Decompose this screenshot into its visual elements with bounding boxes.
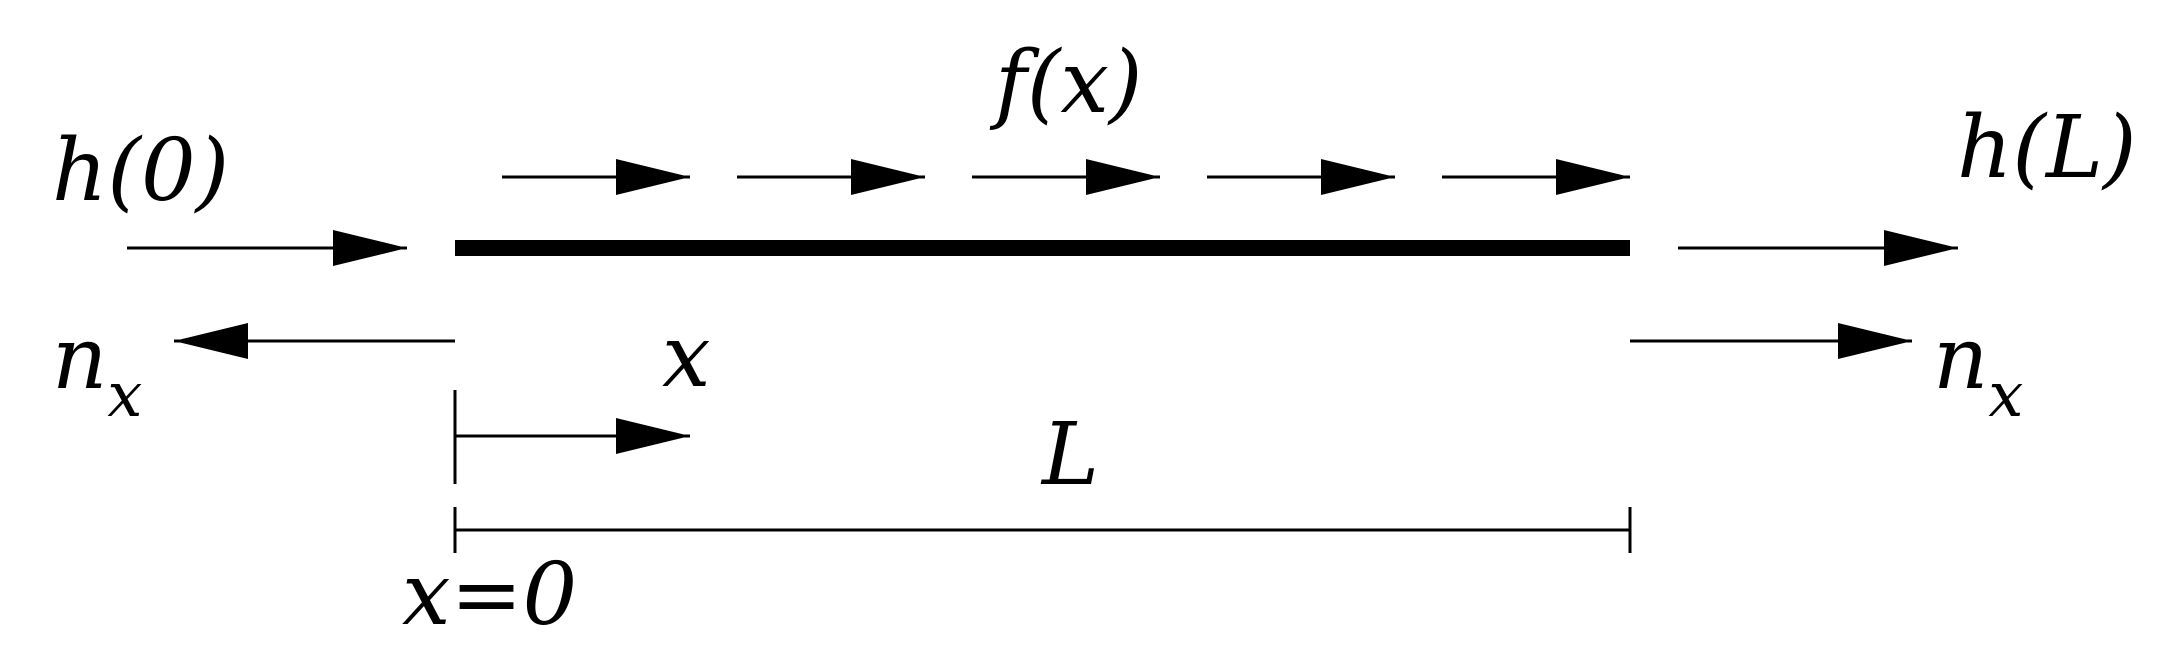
n-left-subscript: x	[107, 358, 142, 431]
f-label: f(x)	[989, 33, 1142, 133]
main-bar	[455, 240, 1630, 256]
n-right-subscript: x	[1988, 358, 2023, 431]
n-right-label: nx	[1933, 309, 2023, 431]
h-right-label: h(L)	[1957, 98, 2137, 198]
n-left-label: nx	[52, 309, 142, 431]
n-left-base: n	[52, 309, 107, 409]
origin-label: x=0	[402, 545, 577, 645]
x-axis-label: x	[662, 307, 711, 407]
h-left-label: h(0)	[52, 121, 229, 221]
n-right-base: n	[1933, 309, 1988, 409]
length-label: L	[1040, 405, 1099, 505]
